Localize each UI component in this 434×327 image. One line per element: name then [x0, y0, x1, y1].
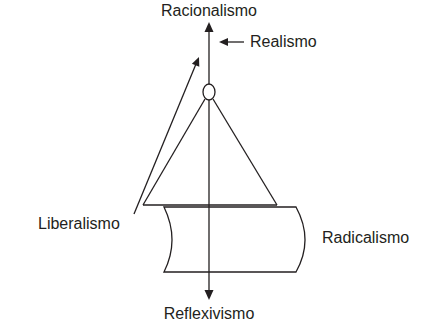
axis-label: Racionalismo: [161, 1, 257, 20]
pointer-label: Liberalismo: [38, 214, 120, 233]
arrow-head: [205, 22, 214, 32]
arrow-head: [205, 290, 214, 300]
cone-side: [143, 99, 205, 205]
band-label: Radicalismo: [322, 228, 409, 247]
axis-label: Reflexivismo: [164, 304, 255, 323]
apex-ellipse: [203, 84, 215, 100]
band-shape: [164, 207, 305, 272]
cone-base: [143, 204, 277, 205]
arrow-head: [192, 57, 199, 67]
axis-line: [208, 28, 209, 294]
cone-side: [213, 99, 277, 205]
leader-line: [134, 64, 196, 214]
arrow-head: [219, 38, 228, 46]
pointer-label: Realismo: [250, 32, 317, 51]
